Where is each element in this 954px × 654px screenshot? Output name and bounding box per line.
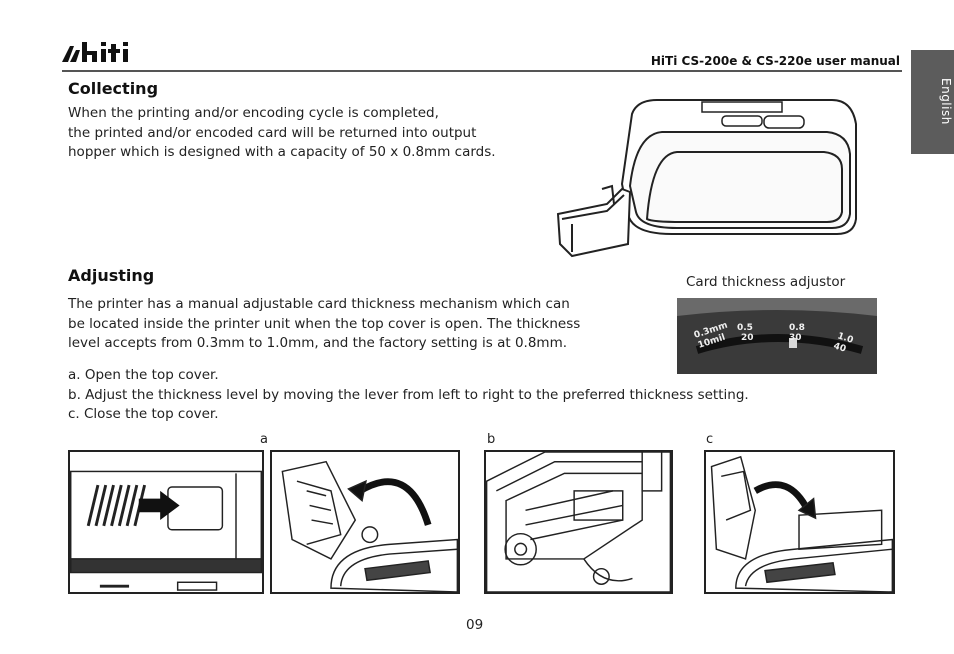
adjusting-line: be located inside the printer unit when … (68, 315, 581, 332)
adjusting-paragraph: The printer has a manual adjustable card… (68, 295, 668, 354)
card-thickness-adjustor-photo: 0.3mm 10mil 0.5 20 0.8 30 1.0 40 (677, 298, 877, 374)
collecting-line: the printed and/or encoded card will be … (68, 124, 477, 141)
adjusting-heading: Adjusting (68, 266, 155, 285)
adjusting-steps: a. Open the top cover. b. Adjust the thi… (68, 366, 898, 425)
step-item: b. Adjust the thickness level by moving … (68, 386, 749, 403)
collecting-heading: Collecting (68, 79, 159, 98)
hiti-logo: hiti (60, 38, 128, 62)
figure-label-c: c (706, 432, 714, 447)
page-number: 09 (466, 617, 484, 633)
figure-label-a: a (260, 432, 268, 447)
close-cover-illustration (704, 450, 895, 594)
scale-mm-label: 1.0 (836, 331, 854, 345)
language-tab-label: English (939, 77, 953, 125)
scale-mil-label: 40 (832, 341, 847, 354)
step-item: a. Open the top cover. (68, 367, 219, 383)
step-item: c. Close the top cover. (68, 406, 219, 422)
adjusting-line: level accepts from 0.3mm to 1.0mm, and t… (68, 335, 568, 351)
scale-mil-label: 20 (741, 333, 754, 343)
adjust-lever-illustration (484, 450, 673, 594)
language-tab (911, 50, 954, 154)
scale-mm-label: 0.8 (789, 323, 805, 333)
scale-mil-label: 30 (789, 333, 802, 343)
open-cover-illustration (270, 450, 460, 594)
manual-title: HiTi CS-200e & CS-220e user manual (650, 54, 900, 68)
adjusting-line: The printer has a manual adjustable card… (68, 296, 570, 312)
header-rule (62, 70, 902, 72)
collecting-line: When the printing and/or encoding cycle … (68, 105, 439, 121)
printer-illustration (556, 99, 857, 258)
adjustor-caption: Card thickness adjustor (686, 274, 846, 290)
logo-wordmark: hiti (60, 38, 62, 39)
collecting-line: hopper which is designed with a capacity… (68, 144, 496, 160)
open-cover-release-illustration (68, 450, 264, 594)
figure-label-b: b (487, 432, 496, 447)
collecting-paragraph: When the printing and/or encoding cycle … (68, 104, 588, 163)
scale-mm-label: 0.5 (737, 323, 753, 333)
